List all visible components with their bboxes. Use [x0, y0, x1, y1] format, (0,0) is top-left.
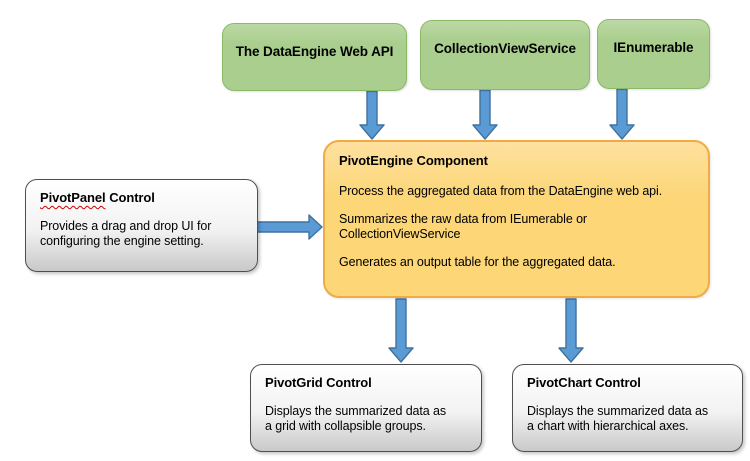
source-box-collectionviewservice: CollectionViewService: [420, 20, 590, 90]
source-label-collectionviewservice: CollectionViewService: [434, 41, 576, 56]
arrow-engine-to-pivotgrid: [388, 298, 414, 363]
pivotpanel-title-word-control: Control: [109, 190, 155, 205]
pivotchart-title: PivotChart Control: [527, 375, 641, 390]
pivotgrid-description: Displays the summarized data as a grid w…: [265, 404, 447, 433]
pivotchart-control-box: PivotChart Control Displays the summariz…: [512, 364, 743, 452]
pivotengine-paragraph-generates: Generates an output table for the aggreg…: [339, 255, 616, 269]
arrow-pivotpanel-to-engine: [256, 214, 323, 240]
pivotengine-component-box: PivotEngine Component Process the aggreg…: [323, 140, 710, 298]
source-box-dataengine-web-api: The DataEngine Web API: [222, 23, 407, 91]
pivotengine-title: PivotEngine Component: [339, 153, 488, 168]
arrow-engine-to-pivotchart: [558, 298, 584, 363]
source-box-ienumerable: IEnumerable: [597, 19, 710, 89]
pivotgrid-control-box: PivotGrid Control Displays the summarize…: [250, 364, 482, 452]
pivotgrid-title: PivotGrid Control: [265, 375, 372, 390]
source-label-ienumerable: IEnumerable: [613, 40, 694, 55]
arrow-dataengine-to-engine: [359, 90, 385, 140]
pivotpanel-title-word-misspelled: PivotPanel: [40, 190, 106, 205]
arrow-collectionviewservice-to-engine: [472, 89, 498, 140]
arrow-ienumerable-to-engine: [609, 88, 635, 140]
pivotchart-description: Displays the summarized data as a chart …: [527, 404, 709, 433]
pivotpanel-description: Provides a drag and drop UI for configur…: [40, 219, 212, 248]
source-label-dataengine-web-api: The DataEngine Web API: [235, 44, 394, 59]
pivotengine-paragraph-summarizes: Summarizes the raw data from IEumerable …: [339, 212, 587, 241]
pivotengine-paragraph-process: Process the aggregated data from the Dat…: [339, 184, 663, 198]
